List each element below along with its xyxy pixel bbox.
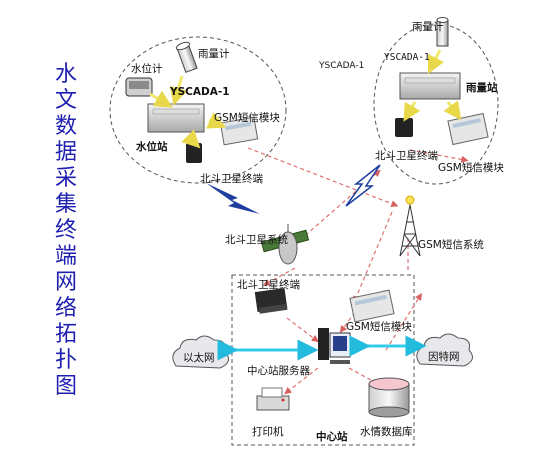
beidou-terminal-icon xyxy=(254,288,288,314)
title-char: 水 xyxy=(54,62,77,87)
wireless-signal-icon xyxy=(345,164,381,207)
rain-station-boundary xyxy=(373,23,499,185)
water-level-gauge-icon xyxy=(125,77,153,97)
gsm-module-icon xyxy=(447,112,489,146)
gsm-sms-system-label: GSM短信系统 xyxy=(418,239,484,251)
signal-flare-icon xyxy=(405,195,415,205)
gsm-module-icon xyxy=(349,289,395,323)
water-level-station-label: 水位站 xyxy=(136,141,168,153)
rain-gauge-icon xyxy=(436,17,449,47)
database-icon xyxy=(368,377,410,418)
rain-gauge-label: 雨量计 xyxy=(412,21,444,33)
yscada-label: YSCADA-1 xyxy=(319,61,365,71)
center-server-label: 中心站服务器 xyxy=(247,365,310,377)
yscada-label: YSCADA-1 xyxy=(384,52,430,63)
wireless-links xyxy=(247,147,469,395)
beidou-satellite-system-label: 北斗卫星系统 xyxy=(225,234,288,246)
rain-gauge-icon xyxy=(175,41,198,73)
title-char: 络 xyxy=(54,296,77,321)
printer-icon xyxy=(256,387,290,411)
gsm-module-icon xyxy=(219,116,259,146)
beidou-terminal-icon xyxy=(395,118,413,137)
gsm-module-label: GSM短信模块 xyxy=(346,321,412,333)
rain-gauge-label: 雨量计 xyxy=(198,48,230,60)
internet-label: 因特网 xyxy=(428,351,460,363)
yscada-label: YSCADA-1 xyxy=(170,86,230,98)
beidou-terminal-icon xyxy=(186,143,202,163)
beidou-terminal-label: 北斗卫星终端 xyxy=(375,150,438,162)
gsm-tower-icon xyxy=(399,200,421,257)
gsm-module-label: GSM短信模块 xyxy=(214,112,280,124)
title-char: 据 xyxy=(54,140,77,165)
rain-station-label: 雨量站 xyxy=(466,82,498,94)
title-char: 集 xyxy=(54,192,77,217)
gsm-module-label: GSM短信模块 xyxy=(438,162,504,174)
title-char: 网 xyxy=(54,270,77,295)
title-char: 终 xyxy=(54,218,77,243)
center-station-label: 中心站 xyxy=(316,431,348,443)
title-char: 采 xyxy=(54,166,77,191)
yscada-logger-icon xyxy=(399,72,461,100)
water-level-station-boundary xyxy=(109,36,287,184)
printer-label: 打印机 xyxy=(252,426,284,438)
hydro-database-label: 水情数据库 xyxy=(360,426,413,438)
wireless-signal-icon xyxy=(206,183,260,214)
ethernet-label: 以太网 xyxy=(183,352,215,364)
yscada-logger-icon xyxy=(147,103,205,133)
title-char: 拓 xyxy=(54,322,77,347)
title-char: 数 xyxy=(54,114,77,139)
server-computer-icon xyxy=(318,328,351,364)
title-char: 端 xyxy=(54,244,77,269)
beidou-terminal-label: 北斗卫星终端 xyxy=(200,173,263,185)
title-char: 扑 xyxy=(54,348,77,373)
network-links xyxy=(217,335,427,361)
title-char: 图 xyxy=(54,374,77,399)
satellite-icon xyxy=(260,224,310,265)
diagram-title: 水 文 数 据 采 集 终 端 网 络 拓 扑 图 xyxy=(52,62,80,400)
title-char: 文 xyxy=(54,88,77,113)
beidou-terminal-label: 北斗卫星终端 xyxy=(237,279,300,291)
water-level-gauge-label: 水位计 xyxy=(131,63,163,75)
local-data-links xyxy=(149,49,462,149)
